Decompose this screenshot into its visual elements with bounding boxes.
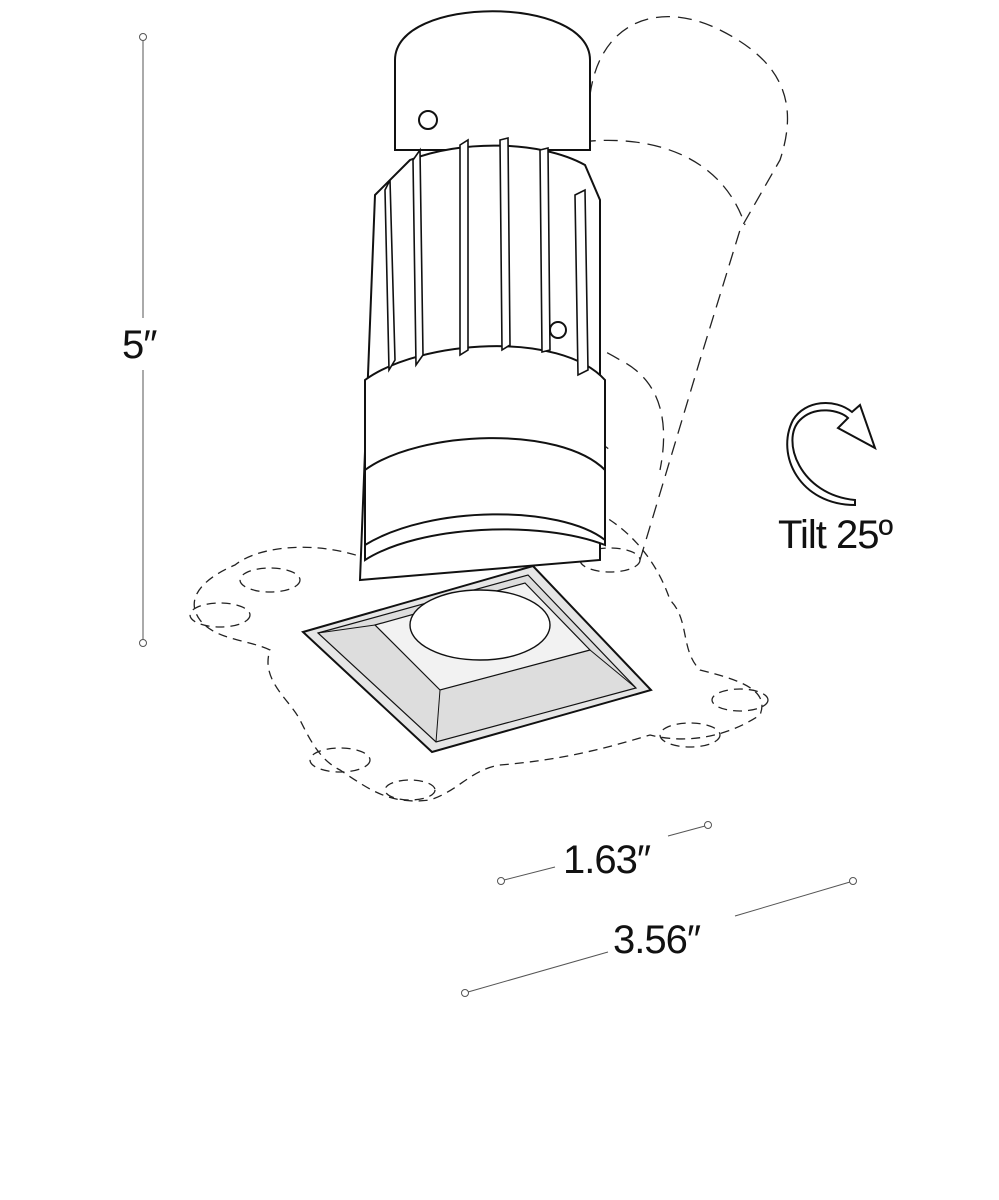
tilt-label: Tilt 25º [778,513,893,557]
inner-width-dimension-line [497,821,712,885]
tilt-arrow-icon [786,401,877,507]
outer-width-label: 3.56″ [613,918,701,962]
height-dimension-line [139,33,147,647]
outer-width-dimension-line [461,877,857,997]
inner-width-label: 1.63″ [563,838,651,882]
fixture-body [358,10,606,582]
height-label: 5″ [122,323,157,367]
heat-sink-fins [384,136,589,377]
lens [409,589,551,661]
square-trim [301,564,653,754]
